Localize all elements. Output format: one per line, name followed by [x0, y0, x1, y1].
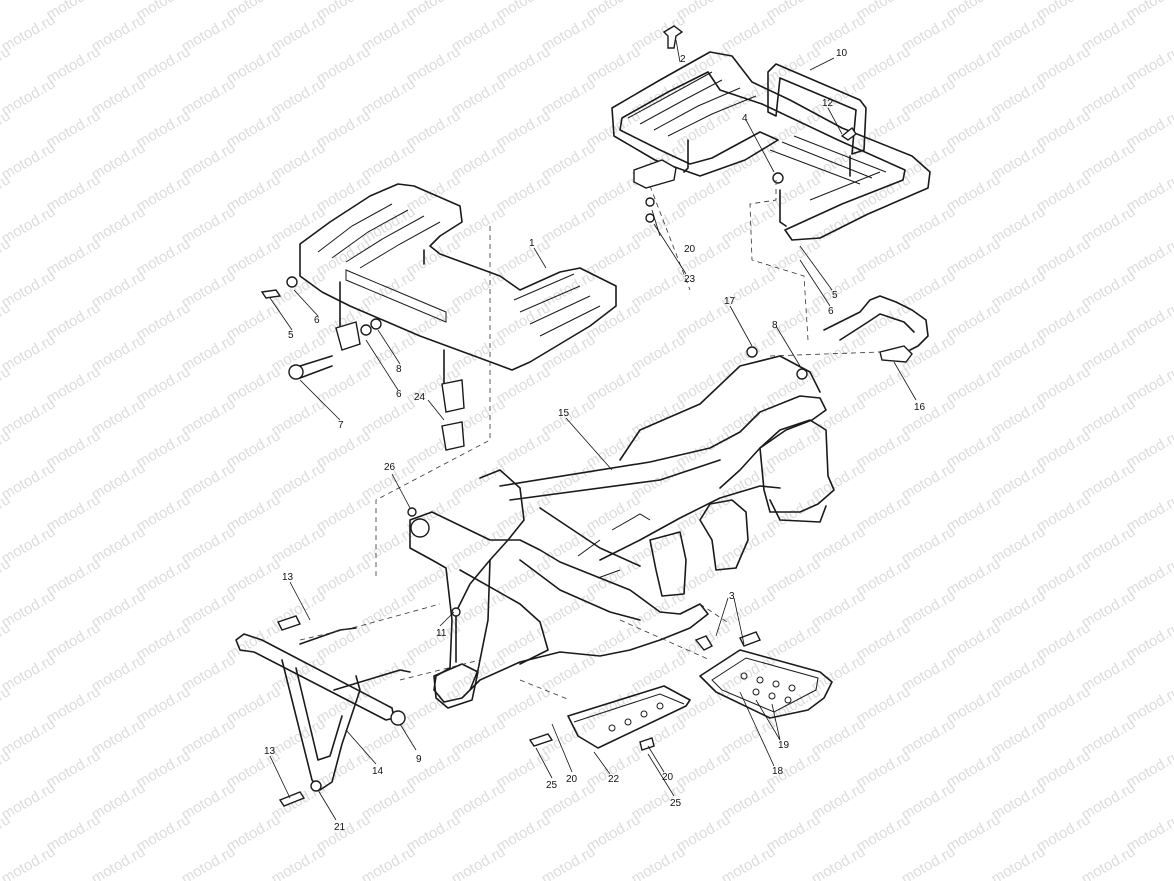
watermark-text: motod.ru: [0, 267, 58, 311]
callout-25b: 25: [670, 798, 682, 809]
callout-11: 11: [436, 628, 447, 639]
front-rack: [260, 183, 617, 451]
callout-7: 7: [338, 420, 344, 431]
callout-6b: 6: [396, 389, 402, 400]
callout-13a: 13: [282, 572, 294, 583]
callout-2: 2: [680, 54, 686, 65]
watermark-text: motod.ru: [809, 843, 869, 881]
watermark-text: motod.ru: [0, 779, 58, 823]
callout-15: 15: [558, 408, 570, 419]
callout-19: 19: [778, 740, 790, 751]
watermark-text: motod.ru: [629, 843, 689, 881]
watermark-text: motod.ru: [359, 843, 419, 881]
watermark-text: motod.ru: [0, 139, 58, 183]
watermark-text: motod.ru: [899, 843, 959, 881]
callout-8a: 8: [396, 364, 402, 375]
callout-23: 23: [684, 274, 696, 285]
rear-rack: [611, 25, 931, 241]
watermark-text: motod.ru: [0, 523, 58, 567]
callout-13b: 13: [264, 746, 276, 757]
watermark-text: motod.ru: [0, 459, 58, 503]
callout-22: 22: [608, 774, 620, 785]
callout-6a: 6: [314, 315, 320, 326]
callout-20a: 20: [684, 244, 696, 255]
watermark-text: motod.ru: [0, 75, 58, 119]
watermark-text: motod.ru: [1079, 843, 1139, 881]
watermark-text: motod.ru: [989, 843, 1049, 881]
watermark-text: motod.ru: [0, 395, 58, 439]
callout-labels: 1 2 3 4 5 5 6 6 6 7 8 8 9 10 11 12 13 13…: [264, 48, 926, 833]
callout-26: 26: [384, 462, 396, 473]
front-bumper: [235, 615, 411, 807]
watermark-text: motod.ru: [0, 587, 58, 631]
watermark-text: motod.ru: [89, 843, 149, 881]
callout-6c: 6: [828, 306, 834, 317]
watermark-text: motod.ru: [0, 715, 58, 759]
callout-1: 1: [529, 238, 535, 249]
alignment-lines: [299, 180, 881, 701]
watermark-text: motod.ru: [0, 0, 13, 23]
watermark-text: motod.ru: [269, 843, 329, 881]
watermark-text: motod.ru: [0, 331, 58, 375]
callout-10: 10: [836, 48, 848, 59]
callout-9: 9: [416, 754, 422, 765]
callout-18: 18: [772, 766, 784, 777]
callout-14: 14: [372, 766, 384, 777]
callout-5b: 5: [832, 290, 838, 301]
callout-21: 21: [334, 822, 346, 833]
callout-16: 16: [914, 402, 926, 413]
footrest: [694, 631, 833, 719]
callout-12: 12: [822, 98, 834, 109]
callout-3: 3: [729, 591, 735, 602]
watermark-text: motod.ru: [0, 651, 58, 695]
callout-8b: 8: [772, 320, 778, 331]
callout-25a: 25: [546, 780, 558, 791]
watermark-text: motod.ru: [0, 843, 58, 881]
leader-lines: [269, 39, 917, 821]
callout-20c: 20: [662, 772, 674, 783]
skid-plate: [528, 685, 691, 751]
callout-24: 24: [414, 392, 426, 403]
watermark-text: motod.ru: [0, 11, 58, 55]
callout-17: 17: [724, 296, 736, 307]
callout-20b: 20: [566, 774, 578, 785]
main-frame: [407, 295, 929, 709]
callout-4: 4: [742, 113, 748, 124]
callout-5a: 5: [288, 330, 294, 341]
watermark-text: motod.ru: [539, 843, 599, 881]
watermark-text: motod.ru: [179, 843, 239, 881]
watermark-text: motod.ru: [0, 203, 58, 247]
watermark-text: motod.ru: [449, 843, 509, 881]
watermark-text: motod.ru: [719, 843, 779, 881]
